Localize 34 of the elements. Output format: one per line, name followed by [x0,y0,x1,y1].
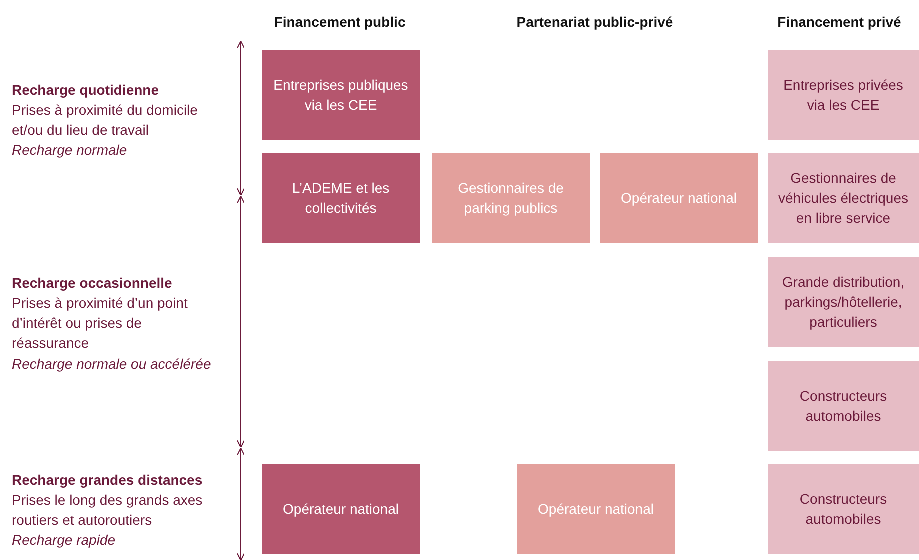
column-heading: Financement public [273,13,407,32]
category-box [768,50,919,140]
column-heading: Financement privé [776,13,902,32]
box-text: Opérateur national [538,500,654,519]
row-heading: Recharge occasionnelle [12,274,174,293]
box-text: Constructeurs automobiles [798,490,888,529]
description-text: Prises à proximité d’un point d’intérêt ou prises de réassurance [12,294,189,353]
box-text: Entreprises privées via les CEE [782,76,904,115]
row-heading: Recharge grandes distances [12,471,204,490]
box-text: Opérateur national [621,189,737,208]
column-heading: Partenariat public-privé [516,13,674,32]
box-text: Grande distribution, parkings/hôtellerie, particuliers [781,273,906,332]
box-text: Gestionnaires de véhicules électriques en libre service [778,169,910,228]
category-box [768,361,919,451]
category-box [517,464,675,554]
charging-type-text: Recharge normale ou accélérée [12,355,212,374]
category-box [262,153,420,243]
box-text: Entreprises publiques via les CEE [272,76,410,115]
category-box [768,464,919,554]
category-box [432,153,590,243]
charging-type-text: Recharge normale [12,141,128,160]
box-text: Gestionnaires de parking publics [457,179,565,218]
category-box [768,257,919,347]
row-heading: Recharge quotidienne [12,81,160,100]
category-box [600,153,758,243]
category-box [262,464,420,554]
box-text: Constructeurs automobiles [798,387,888,426]
category-box [768,153,919,243]
charging-type-text: Recharge rapide [12,531,117,550]
description-text: Prises à proximité du domicile et/ou du lieu de travail [12,101,199,140]
category-box [262,50,420,140]
description-text: Prises le long des grands axes routiers et autoroutiers [12,491,204,530]
box-text: Opérateur national [283,500,399,519]
box-text: L’ADEME et les collectivités [291,179,391,218]
